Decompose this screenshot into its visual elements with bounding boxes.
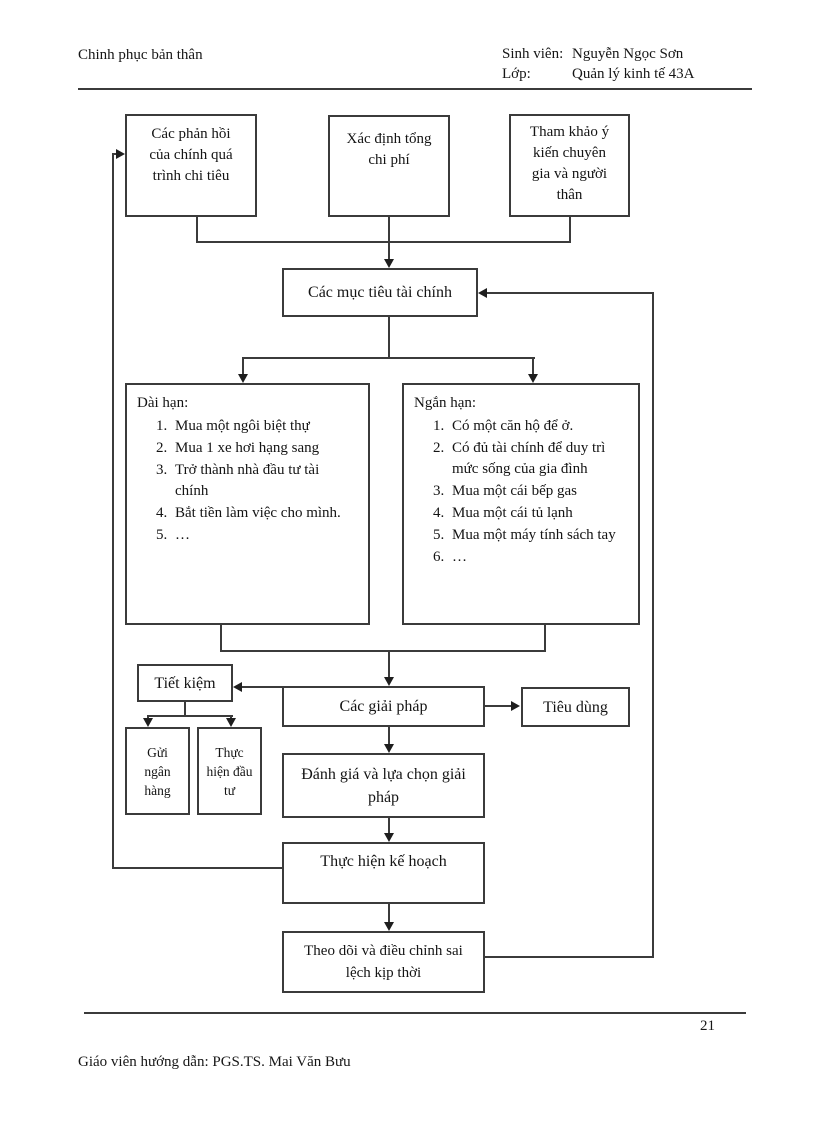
short-term-title: Ngắn hạn: <box>414 395 477 411</box>
class-name: Quản lý kinh tế 43A <box>572 66 695 82</box>
connector-line <box>544 625 546 652</box>
arrowhead-down <box>384 259 394 268</box>
connector-line <box>242 357 244 375</box>
long-term-title: Dài hạn: <box>137 395 189 411</box>
connector-line <box>388 317 390 358</box>
node-consult-box: Tham khảo ý kiến chuyên gia và người thâ… <box>509 114 630 217</box>
connector-line <box>147 715 149 720</box>
connector-line <box>532 357 534 375</box>
connector-line <box>230 715 232 720</box>
connector-line <box>112 153 114 869</box>
class-label: Lớp: <box>502 66 531 82</box>
connector-line <box>388 217 390 259</box>
connector-line <box>388 818 390 834</box>
list-item: … <box>171 525 354 546</box>
student-name: Nguyễn Ngọc Sơn <box>572 46 684 62</box>
list-item: Có một căn hộ để ở. <box>448 416 624 437</box>
arrowhead-down <box>384 833 394 842</box>
short-term-list: Có một căn hộ để ở. Có đủ tài chính để d… <box>414 416 624 568</box>
long-term-list: Mua một ngôi biệt thự Mua 1 xe hơi hạng … <box>137 416 354 546</box>
list-item: Bắt tiền làm việc cho mình. <box>171 503 354 524</box>
connector-line <box>112 867 282 869</box>
connector-line <box>220 650 546 652</box>
node-bank-box: Gửi ngân hàng <box>125 727 190 815</box>
connector-line <box>196 241 571 243</box>
arrowhead-left <box>478 288 487 298</box>
list-item: … <box>448 547 624 568</box>
arrowhead-down <box>384 677 394 686</box>
list-item: Mua một máy tính sách tay <box>448 525 624 546</box>
arrowhead-down <box>528 374 538 383</box>
node-feedback-box: Các phản hồi của chính quá trình chi tiê… <box>125 114 257 217</box>
list-item: Mua một ngôi biệt thự <box>171 416 354 437</box>
advisor-line: Giáo viên hướng dẫn: PGS.TS. Mai Văn Bưu <box>78 1054 351 1070</box>
connector-line <box>184 702 186 717</box>
node-total-cost-box: Xác định tổng chi phí <box>328 115 450 217</box>
connector-line <box>147 715 233 717</box>
arrowhead-down <box>226 718 236 727</box>
arrowhead-down <box>238 374 248 383</box>
node-short-term-box: Ngắn hạn: Có một căn hộ để ở. Có đủ tài … <box>402 383 640 625</box>
list-item: Mua một cái tủ lạnh <box>448 503 624 524</box>
connector-line <box>112 153 118 155</box>
node-execute-box: Thực hiện kế hoạch <box>282 842 485 904</box>
node-long-term-box: Dài hạn: Mua một ngôi biệt thự Mua 1 xe … <box>125 383 370 625</box>
connector-line <box>388 904 390 924</box>
footer-rule <box>84 1012 746 1014</box>
list-item: Mua một cái bếp gas <box>448 481 624 502</box>
node-invest-box: Thực hiện đầu tư <box>197 727 262 815</box>
connector-line <box>242 357 535 359</box>
page-number: 21 <box>700 1018 715 1034</box>
running-title: Chinh phục bản thân <box>78 47 203 63</box>
node-monitor-box: Theo dõi và điều chỉnh sai lệch kịp thời <box>282 931 485 993</box>
connector-line <box>485 705 512 707</box>
arrowhead-right <box>511 701 520 711</box>
connector-line <box>220 625 222 652</box>
list-item: Có đủ tài chính để duy trì mức sống của … <box>448 438 624 480</box>
connector-line <box>652 292 654 958</box>
connector-line <box>487 292 654 294</box>
node-evaluate-box: Đánh giá và lựa chọn giải pháp <box>282 753 485 818</box>
list-item: Trở thành nhà đầu tư tài chính <box>171 460 354 502</box>
arrowhead-right <box>116 149 125 159</box>
node-saving-box: Tiết kiệm <box>137 664 233 702</box>
node-solutions-box: Các giải pháp <box>282 686 485 727</box>
connector-line <box>196 217 198 243</box>
arrowhead-down <box>384 744 394 753</box>
arrowhead-left <box>233 682 242 692</box>
arrowhead-down <box>384 922 394 931</box>
connector-line <box>485 956 654 958</box>
arrowhead-down <box>143 718 153 727</box>
connector-line <box>569 217 571 243</box>
student-label: Sinh viên: <box>502 46 564 62</box>
node-goals-box: Các mục tiêu tài chính <box>282 268 478 317</box>
connector-line <box>242 686 282 688</box>
list-item: Mua 1 xe hơi hạng sang <box>171 438 354 459</box>
node-consumption-box: Tiêu dùng <box>521 687 630 727</box>
connector-line <box>388 727 390 746</box>
connector-line <box>388 650 390 678</box>
header-rule <box>78 88 752 90</box>
